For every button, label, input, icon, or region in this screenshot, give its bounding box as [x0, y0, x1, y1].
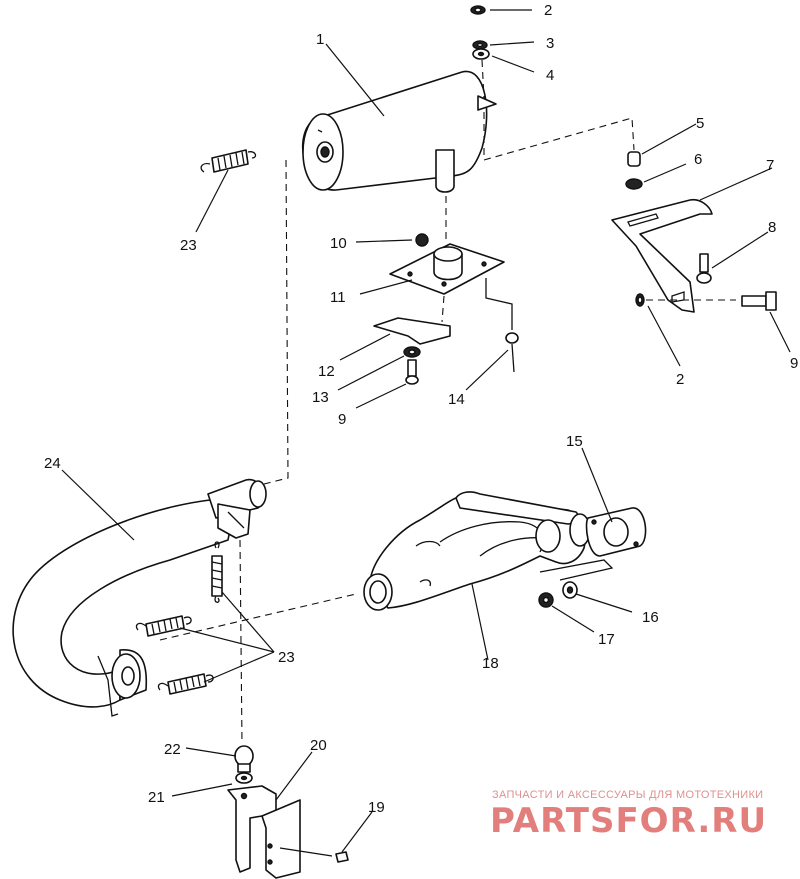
callout-23a: 23 — [180, 237, 197, 254]
callout-21: 21 — [148, 789, 165, 806]
callout-9b: 9 — [338, 411, 346, 428]
callout-14: 14 — [448, 391, 465, 408]
screw-19 — [335, 851, 349, 863]
callout-24: 24 — [44, 455, 61, 472]
muffler — [301, 70, 497, 193]
small-bracket — [373, 295, 451, 345]
watermark: ЗАПЧАСТИ И АКСЕССУАРЫ ДЛЯ МОТОТЕХНИКИ PA… — [490, 789, 767, 841]
callout-23b: 23 — [278, 649, 295, 666]
callout-9: 9 — [790, 355, 798, 372]
flange-plate — [389, 196, 513, 330]
washer-21 — [235, 772, 253, 784]
callout-18: 18 — [482, 655, 499, 672]
callout-13: 13 — [312, 389, 329, 406]
muffler-bracket — [611, 198, 713, 313]
leader-lines — [61, 9, 791, 853]
callout-4: 4 — [546, 67, 554, 84]
callout-16: 16 — [642, 609, 659, 626]
callout-2: 2 — [544, 2, 552, 19]
callout-10: 10 — [330, 235, 347, 252]
callout-1: 1 — [316, 31, 324, 48]
callout-20: 20 — [310, 737, 327, 754]
screw-14 — [505, 332, 519, 373]
callout-19: 19 — [368, 799, 385, 816]
callout-22: 22 — [164, 741, 181, 758]
callout-7: 7 — [766, 157, 774, 174]
callout-11: 11 — [330, 289, 346, 306]
callout-17: 17 — [598, 631, 615, 648]
top-nut-washer-stack — [470, 5, 490, 99]
bracket-fasteners — [635, 291, 777, 311]
watermark-tagline: ЗАПЧАСТИ И АКСЕССУАРЫ ДЛЯ МОТОТЕХНИКИ — [492, 789, 763, 801]
callout-15: 15 — [566, 433, 583, 450]
screw-8 — [696, 253, 712, 284]
callout-8: 8 — [768, 219, 776, 236]
callout-6: 6 — [694, 151, 702, 168]
washer-bolt-left — [403, 346, 421, 385]
callout-numbers: 1 2 3 4 5 6 7 8 2 9 10 11 12 13 9 14 15 … — [44, 2, 798, 816]
manifold-fasteners — [538, 581, 578, 608]
callout-3: 3 — [546, 35, 554, 52]
spring-upper — [200, 149, 257, 173]
callout-5: 5 — [696, 115, 704, 132]
exhaust-manifold — [363, 491, 614, 611]
callout-2b: 2 — [676, 371, 684, 388]
watermark-brand: PARTSFOR.RU — [490, 801, 767, 841]
rubber-mount — [625, 151, 643, 190]
nut-10 — [415, 233, 429, 247]
expansion-chamber — [12, 478, 267, 717]
manifold-gasket — [585, 507, 647, 557]
lower-mount-bracket — [227, 785, 333, 879]
springs-lower — [135, 541, 223, 695]
callout-12: 12 — [318, 363, 335, 380]
mount-ball — [234, 745, 254, 773]
